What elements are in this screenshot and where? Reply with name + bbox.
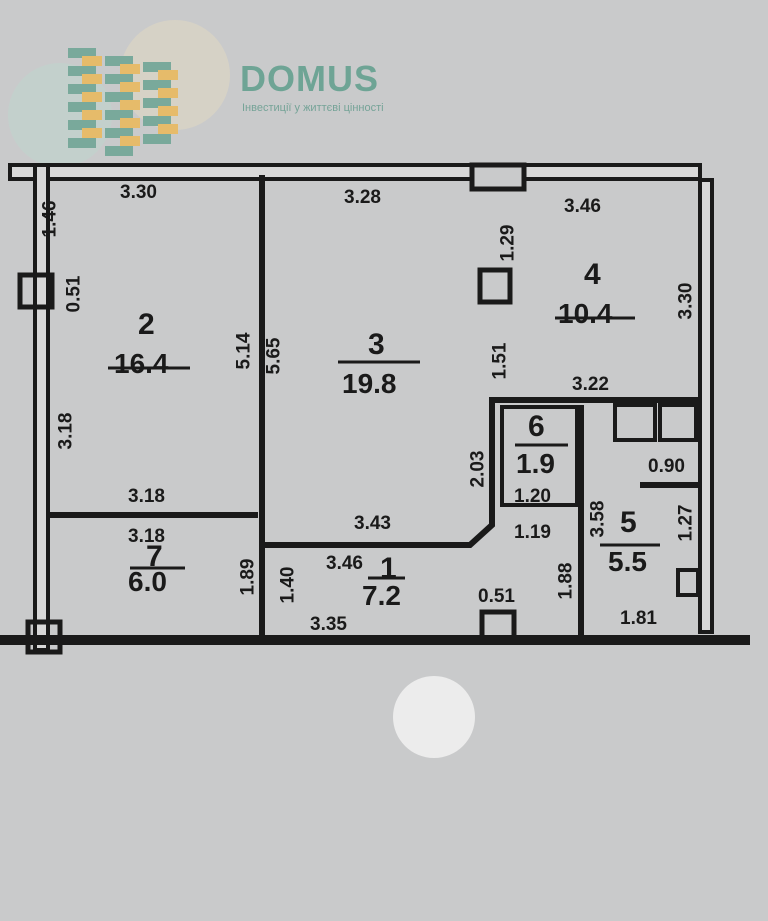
room-3-number: 3 (368, 328, 385, 361)
dim-label: 3.22 (572, 374, 609, 395)
room-1-number: 1 (380, 552, 397, 585)
dim-label: 3.43 (354, 513, 391, 534)
dim-label: 3.30 (675, 282, 697, 320)
dim-label: 2.03 (467, 450, 489, 488)
room-7-number: 7 (146, 540, 163, 573)
dim-label: 1.89 (237, 558, 259, 596)
dim-label: 5.14 (233, 332, 255, 370)
dim-label: 1.40 (277, 566, 299, 604)
dim-label: 1.19 (514, 522, 551, 543)
dim-label: 0.51 (478, 586, 515, 607)
room-5-number: 5 (620, 506, 637, 539)
dim-label: 3.18 (128, 526, 165, 547)
dim-label: 3.18 (128, 486, 165, 507)
dim-label: 1.46 (39, 200, 61, 238)
photo-marker (393, 676, 475, 758)
dim-label: 3.18 (55, 412, 77, 450)
dim-label: 3.30 (120, 182, 157, 203)
dim-label: 1.20 (514, 486, 551, 507)
dim-label: 3.28 (344, 187, 381, 208)
dim-label: 3.58 (587, 500, 609, 538)
dim-label: 3.35 (310, 614, 347, 635)
room-4-area: 10.4 (558, 298, 613, 329)
dim-label: 1.88 (555, 562, 577, 600)
room-4-number: 4 (584, 258, 601, 291)
dim-label: 0.51 (63, 275, 85, 313)
room-1-area: 7.2 (362, 580, 401, 611)
dim-label: 3.46 (564, 196, 601, 217)
dim-label: 1.29 (497, 224, 519, 262)
logo-graphic (8, 20, 230, 167)
dim-label: 1.51 (489, 342, 511, 380)
dim-label: 1.27 (675, 504, 697, 542)
room-7-area: 6.0 (128, 566, 167, 597)
room-6-number: 6 (528, 410, 545, 443)
dim-label: 5.65 (263, 337, 285, 375)
logo-name: DOMUS (240, 58, 379, 99)
dim-label: 1.81 (620, 608, 657, 629)
dim-label: 0.90 (648, 456, 685, 477)
room-6-area: 1.9 (516, 448, 555, 479)
dim-label: 3.46 (326, 553, 363, 574)
room-2-area: 16.4 (114, 348, 169, 379)
logo-tagline: Інвестиції у життєві цінності (242, 102, 384, 114)
room-2-number: 2 (138, 308, 155, 341)
room-3-area: 19.8 (342, 368, 397, 399)
room-5-area: 5.5 (608, 546, 647, 577)
walls (0, 162, 750, 655)
